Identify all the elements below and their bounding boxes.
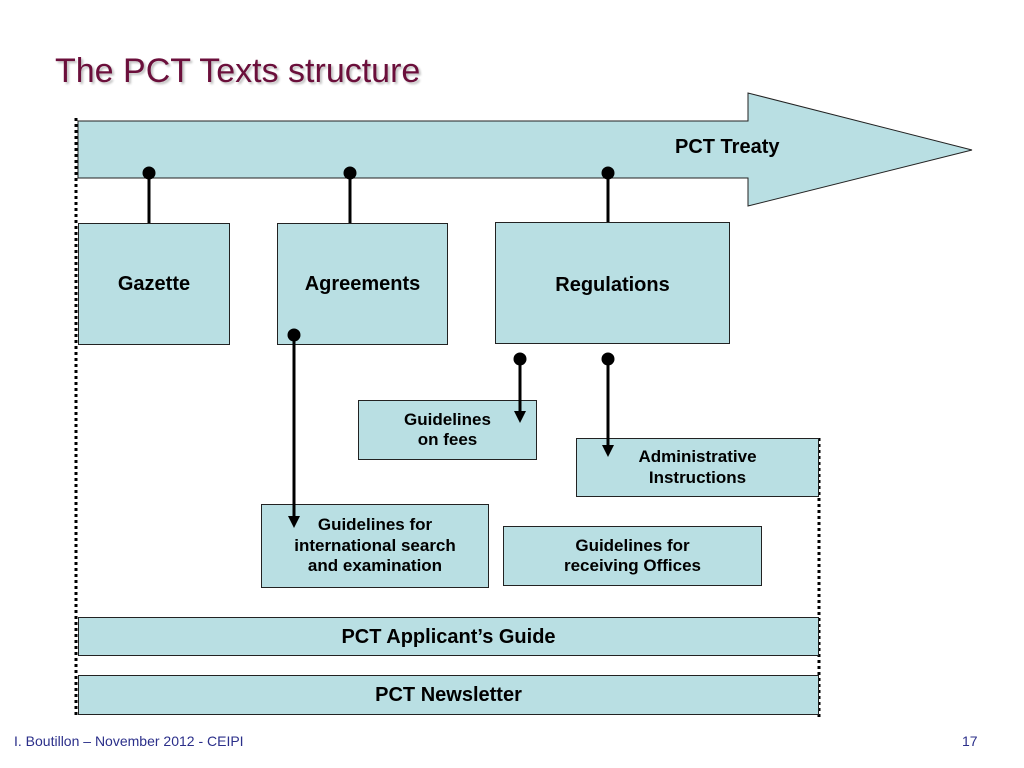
gazette-box: Gazette [78,223,230,345]
guidelines-receiving-offices-box: Guidelines for receiving Offices [503,526,762,586]
applicant-guide-bar: PCT Applicant’s Guide [78,617,819,656]
treaty-arrow [77,92,973,207]
treaty-label: PCT Treaty [675,136,780,158]
regulations-box: Regulations [495,222,730,344]
agreements-box: Agreements [277,223,448,345]
footer-author: I. Boutillon – November 2012 - CEIPI [14,733,244,749]
guidelines-on-fees-box: Guidelines on fees [358,400,537,460]
newsletter-bar: PCT Newsletter [78,675,819,715]
page-number: 17 [962,733,978,749]
slide-title: The PCT Texts structure [55,52,421,90]
guidelines-search-examination-box: Guidelines for international search and … [261,504,489,588]
administrative-instructions-box: Administrative Instructions [576,438,819,497]
